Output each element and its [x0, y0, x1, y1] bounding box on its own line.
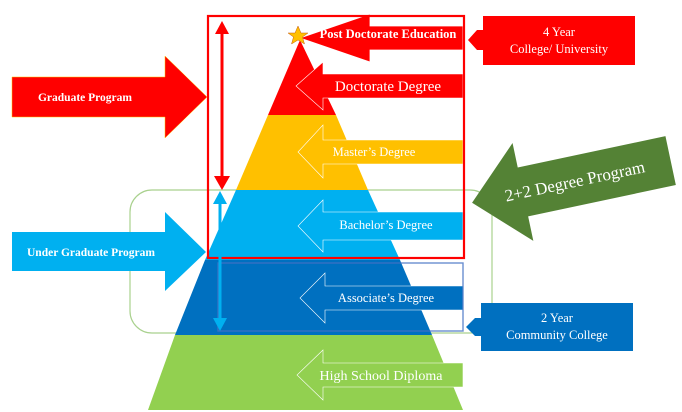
four-year-line1: 4 Year [543, 25, 576, 39]
two-year-line1: 2 Year [541, 311, 574, 325]
graduate-program-arrow [11, 55, 208, 139]
masters-label: Master’s Degree [333, 145, 416, 159]
arrow-doctorate [295, 61, 464, 111]
four-year-callout [468, 16, 635, 65]
four-year-region [206, 14, 466, 260]
high-school-label: High School Diploma [320, 369, 444, 384]
doctorate-label: Doctorate Degree [335, 79, 442, 95]
two-plus-two-arrow-group: 2+2 Degree Program [472, 136, 676, 241]
graduate-program-label: Graduate Program [38, 92, 132, 104]
associates-label: Associate’s Degree [338, 291, 435, 305]
arrowhead-up-icon [215, 21, 229, 34]
two-plus-two-program-arrow [472, 136, 676, 241]
post-doctorate-label: Post Doctorate Education [320, 27, 457, 41]
two-year-callout [466, 303, 633, 351]
arrow-high-school [296, 349, 464, 401]
arrowhead-down-icon [213, 318, 227, 331]
arrow-bachelors [297, 199, 464, 253]
arrow-masters [297, 124, 464, 179]
bachelors-label: Bachelor’s Degree [339, 218, 433, 232]
arrowhead-down-icon [214, 176, 230, 190]
two-year-region [217, 262, 464, 332]
two-year-line2: Community College [506, 328, 608, 342]
arrow-post-doctorate [298, 13, 464, 63]
undergraduate-program-label: Under Graduate Program [27, 247, 155, 259]
undergraduate-program-arrow [12, 212, 206, 291]
star-icon [287, 25, 309, 45]
four-year-line2: College/ University [510, 42, 609, 56]
arrow-associates [299, 272, 464, 324]
arrowhead-up-icon [213, 191, 227, 204]
